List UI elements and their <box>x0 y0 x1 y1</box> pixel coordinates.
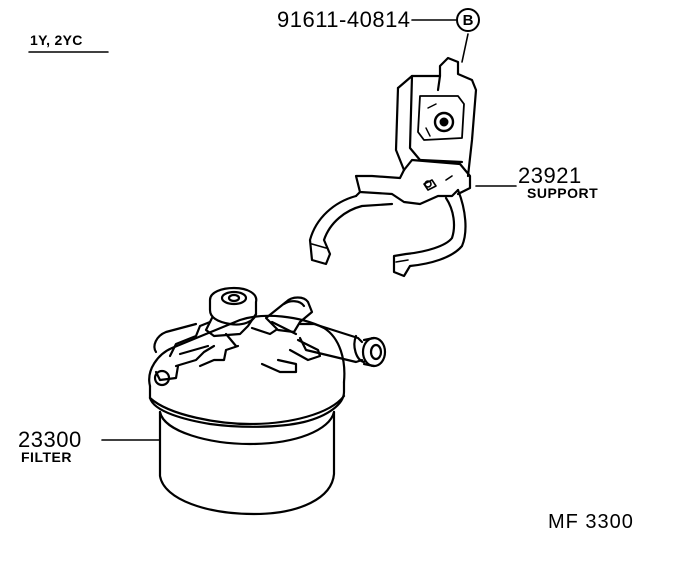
page-code: MF 3300 <box>548 511 634 533</box>
support-part-number: 23921 <box>518 163 582 188</box>
support-part-name: SUPPORT <box>527 185 599 201</box>
bolt-leader-line <box>461 33 469 63</box>
support-bracket <box>308 56 478 278</box>
fuel-filter <box>148 286 387 516</box>
engine-model-label: 1Y, 2YC <box>30 32 83 48</box>
filter-part-number: 23300 <box>18 427 82 452</box>
filter-part-name: FILTER <box>21 449 72 465</box>
bolt-part-number: 91611-40814 <box>277 7 411 32</box>
bolt-callout-b: B <box>456 8 480 32</box>
